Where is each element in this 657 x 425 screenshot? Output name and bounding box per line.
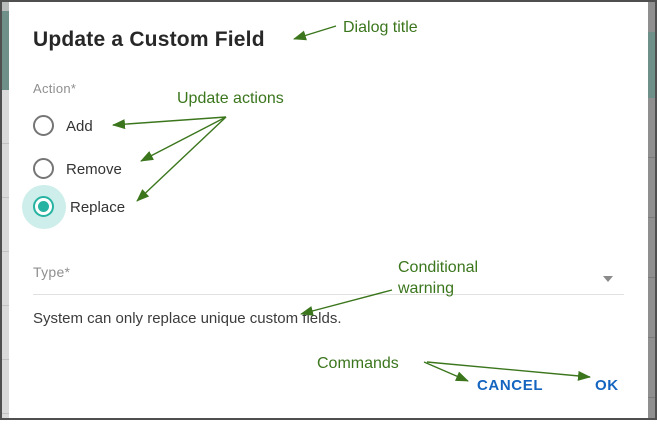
backdrop-segment [648, 32, 655, 98]
annotation-dialog-title: Dialog title [343, 19, 418, 36]
backdrop-segment [648, 98, 655, 418]
type-field-label: Type* [33, 264, 71, 280]
radio-circle-replace[interactable] [33, 196, 54, 217]
backdrop-segment [2, 2, 9, 11]
backdrop-left-strip [2, 2, 9, 418]
annotation-update-actions: Update actions [177, 90, 284, 107]
ok-button[interactable]: OK [595, 377, 619, 394]
annotation-commands: Commands [317, 355, 399, 372]
radio-selected-dot [38, 201, 49, 212]
dialog-title: Update a Custom Field [33, 28, 265, 51]
radio-circle-remove[interactable] [33, 158, 54, 179]
cancel-button[interactable]: CANCEL [477, 377, 544, 394]
radio-circle-add[interactable] [33, 115, 54, 136]
type-field-underline [33, 294, 624, 295]
radio-label-replace[interactable]: Replace [70, 199, 126, 216]
radio-label-remove[interactable]: Remove [66, 161, 122, 178]
dropdown-caret-icon[interactable] [603, 276, 613, 282]
annotation-conditional-warning: Conditional warning [398, 259, 479, 297]
action-field-label: Action* [33, 81, 77, 96]
radio-label-add[interactable]: Add [66, 118, 93, 135]
backdrop-right-strip [648, 2, 655, 418]
backdrop-segment [2, 90, 9, 418]
backdrop-segment [2, 11, 9, 90]
backdrop-segment [648, 2, 655, 32]
type-select-field[interactable] [33, 260, 624, 296]
conditional-warning-text: System can only replace unique custom fi… [33, 310, 342, 327]
